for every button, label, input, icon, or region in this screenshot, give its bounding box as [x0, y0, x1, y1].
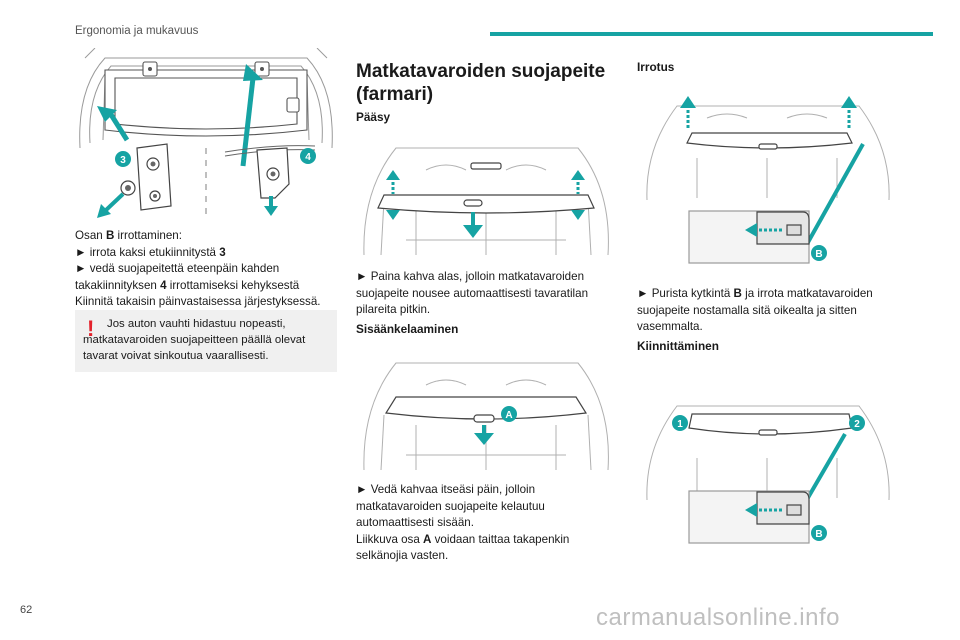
cover-release-figure: B: [637, 88, 899, 266]
callout-b-icon: [811, 525, 827, 541]
cover-removal-figure: 3 4: [75, 48, 337, 223]
movable-part-note: Liikkuva osa A voidaan taittaa takapenki…: [356, 532, 570, 563]
callout-2-icon: [849, 415, 865, 431]
install-heading: Kiinnittäminen: [637, 339, 719, 353]
page-number: 62: [20, 604, 33, 616]
callout-4-icon: [300, 148, 316, 164]
warning-text: Jos auton vauhti hidastuu nopeasti, matk…: [83, 318, 306, 362]
removal-instructions: Osan B irrottaminen: ► irrota kaksi etuk…: [75, 228, 337, 311]
access-figure: [356, 130, 616, 260]
callout-2-label: 2: [854, 419, 860, 430]
callout-3-label: 3: [120, 155, 126, 166]
access-heading: Pääsy: [356, 110, 391, 124]
removal-step-1: ► irrota kaksi etukiinnitystä 3: [75, 245, 226, 259]
retract-heading: Sisäänkelaaminen: [356, 322, 459, 336]
reattach-note: Kiinnitä takaisin päinvastaisessa järjes…: [75, 295, 321, 308]
removal-heading: Irrotus: [637, 60, 675, 74]
callout-1-label: 1: [677, 419, 683, 430]
callout-b-icon: [811, 245, 827, 261]
page-title: Matkatavaroiden suojapeite (farmari): [356, 61, 606, 105]
callout-a-icon: [501, 406, 517, 422]
callout-b-label: B: [815, 249, 822, 260]
header-accent-bar: [490, 32, 933, 36]
callout-b-label: B: [815, 529, 822, 540]
retract-text: ► Vedä kahvaa itseäsi päin, jolloin matk…: [356, 483, 545, 529]
warning-box: ! Jos auton vauhti hidastuu nopeasti, ma…: [75, 310, 337, 372]
cover-install-figure: 1 2 B: [637, 388, 899, 566]
callout-a-label: A: [505, 410, 512, 421]
callout-4-label: 4: [305, 152, 311, 163]
retract-instructions: ► Vedä kahvaa itseäsi päin, jolloin matk…: [356, 482, 618, 565]
removal-text: ► Purista kytkintä B ja irrota matkatava…: [637, 287, 873, 333]
watermark: carmanualsonline.info: [596, 604, 840, 631]
callout-1-icon: [672, 415, 688, 431]
section-title: Ergonomia ja mukavuus: [75, 25, 199, 37]
access-text: ► Paina kahva alas, jolloin matkatavaroi…: [356, 270, 589, 316]
retract-figure: A: [356, 345, 616, 475]
removal-intro: Osan B irrottaminen:: [75, 229, 182, 242]
exclamation-icon: !: [87, 316, 95, 341]
callout-3-icon: [115, 151, 131, 167]
